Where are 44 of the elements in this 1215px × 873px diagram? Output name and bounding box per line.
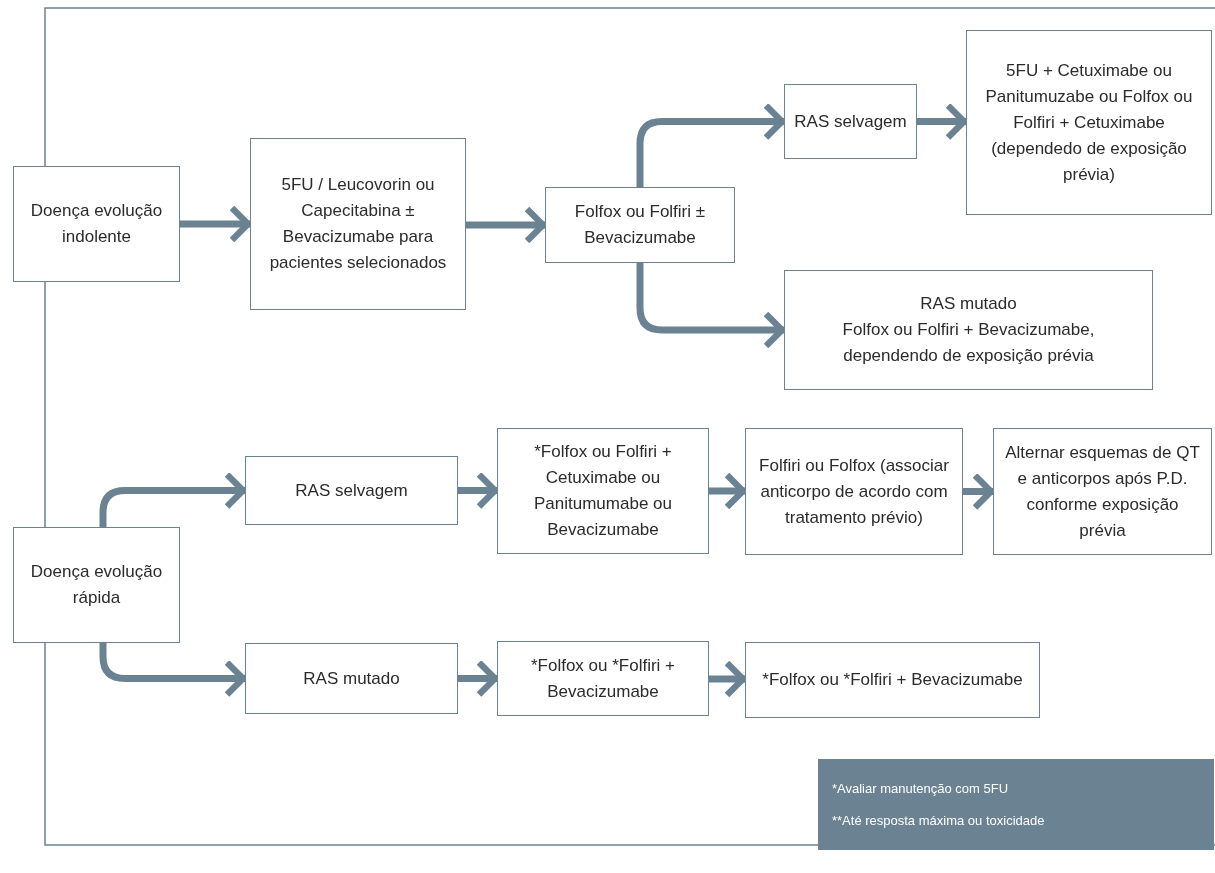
process-box (250, 138, 466, 310)
process-box (13, 527, 180, 643)
arrow (709, 659, 747, 699)
box-text: RAS selvagem (295, 479, 408, 502)
arrow (99, 643, 247, 698)
process-box (966, 30, 1212, 215)
arrow (180, 204, 252, 244)
box-text: *Folfox ou *Folfiri + Bevacizumabe (762, 669, 1023, 691)
box-text: Doença evolução indolente (29, 200, 164, 248)
box-text: RAS selvagem (794, 110, 907, 133)
process-box (784, 84, 917, 159)
footnote: **Até resposta máxima ou toxicidade (832, 811, 1045, 830)
box-text: *Folfox ou Folfiri + Cetuximabe ou Panitumumabe ou Bevacizumabe (533, 441, 673, 541)
box-text: *Folfox ou *Folfiri + Bevacizumabe (529, 654, 677, 703)
arrow (709, 471, 747, 511)
box-text: 5FU + Cetuximabe ou Panitumuzabe ou Folfox ou Folfiri + Cetuximabe (dependedo de exposição prévia) (984, 59, 1194, 186)
process-box (784, 270, 1153, 390)
process-box (497, 641, 709, 716)
box-text: Folfiri ou Folfox (associar anticorpo de acordo com tratamento prévio) (758, 454, 950, 529)
arrow (99, 471, 247, 527)
process-box (993, 428, 1212, 555)
footnote: *Avaliar manutenção com 5FU (832, 779, 1009, 798)
arrow (458, 471, 499, 510)
box-text: RAS mutado (920, 293, 1017, 315)
arrow (963, 472, 995, 511)
box-text: Folfox ou Folfiri + Bevacizumabe, dependendo de exposição prévia (841, 319, 1096, 367)
arrow (636, 102, 786, 187)
process-box (745, 642, 1040, 718)
box-text: 5FU / Leucovorin ou Capecitabina ± Bevacizumabe para pacientes selecionados (268, 174, 448, 274)
box-text: Alternar esquemas de QT e anticorpos após P.D. conforme exposição prévia (1004, 441, 1201, 542)
process-box (497, 428, 709, 554)
arrow (917, 102, 968, 141)
box-text: Doença evolução rápida (29, 561, 164, 609)
box-text: Folfox ou Folfiri ± Bevacizumabe (573, 201, 707, 249)
process-box (245, 456, 458, 525)
process-box (13, 166, 180, 282)
process-box (745, 428, 963, 555)
arrow (466, 205, 547, 245)
arrow (636, 263, 786, 350)
process-box (245, 643, 458, 714)
box-text: RAS mutado (303, 667, 400, 690)
notes-box (818, 759, 1214, 850)
process-box (545, 187, 735, 263)
arrow (458, 659, 499, 698)
